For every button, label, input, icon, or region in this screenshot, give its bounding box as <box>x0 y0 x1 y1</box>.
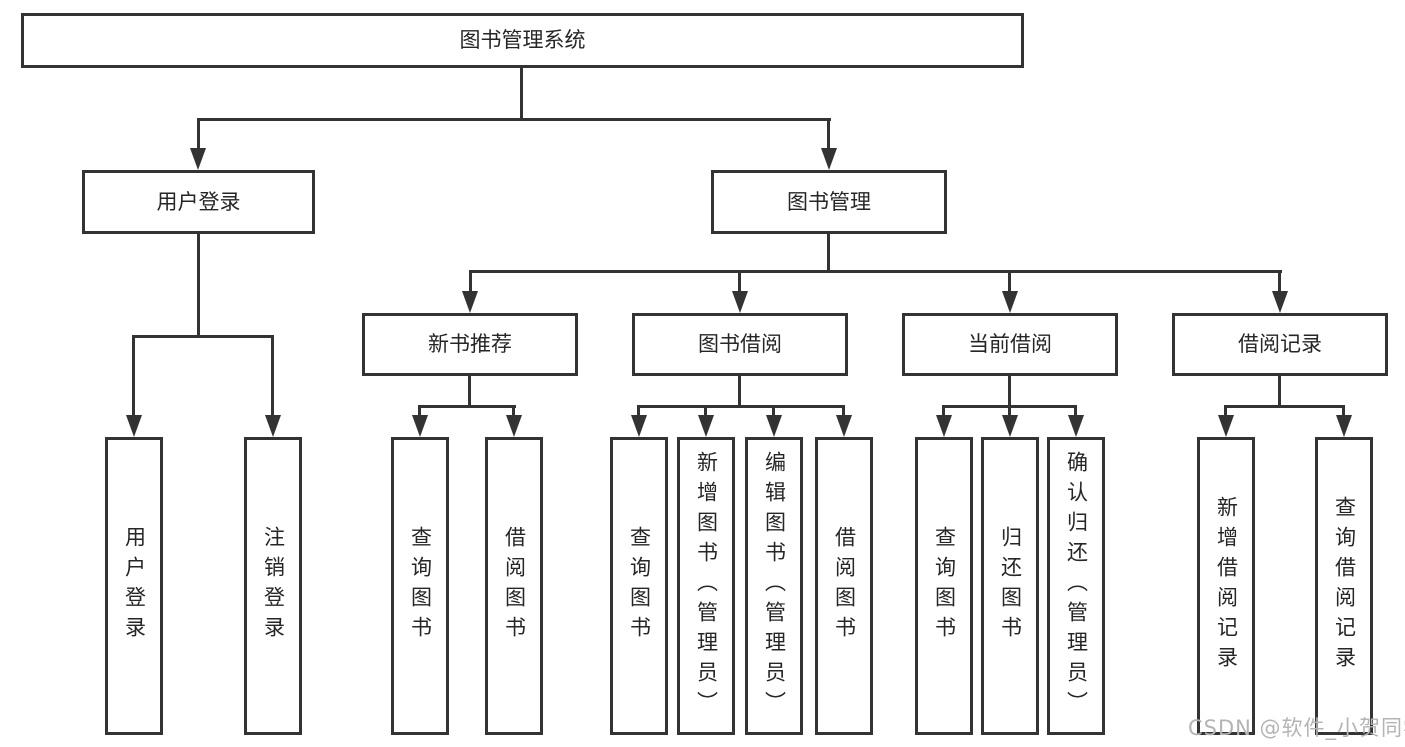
arrow-down-icon <box>126 415 142 437</box>
arrow-down-icon <box>265 415 281 437</box>
connector-vline <box>1008 270 1011 293</box>
node-leaf-add-books-admin: 新增图书（管理员） <box>677 437 735 735</box>
node-label: 查询图书 <box>932 526 957 646</box>
connector-hline <box>197 118 831 121</box>
connector-vline <box>827 234 830 270</box>
arrow-down-icon <box>1336 415 1352 437</box>
node-leaf-query-books-current: 查询图书 <box>915 437 973 735</box>
connector-vline <box>132 335 135 419</box>
connector-vline <box>271 335 274 419</box>
node-label: 借阅图书 <box>502 526 527 646</box>
arrow-down-icon <box>1068 415 1084 437</box>
connector-hline <box>637 405 845 408</box>
arrow-down-icon <box>1002 291 1018 313</box>
connector-vline <box>1008 405 1011 419</box>
node-leaf-query-books-borrowing: 查询图书 <box>610 437 668 735</box>
arrow-down-icon <box>936 415 952 437</box>
arrow-down-icon <box>836 415 852 437</box>
node-leaf-confirm-return-admin: 确认归还（管理员） <box>1047 437 1105 735</box>
connector-vline <box>842 405 845 419</box>
node-leaf-add-borrow-record: 新增借阅记录 <box>1197 437 1255 735</box>
node-label: 新书推荐 <box>428 332 512 356</box>
connector-vline <box>520 68 523 118</box>
arrow-down-icon <box>412 415 428 437</box>
connector-vline <box>1278 270 1281 293</box>
connector-hline <box>132 335 274 338</box>
connector-vline <box>738 376 741 405</box>
node-label: 查询图书 <box>627 526 652 646</box>
node-label: 当前借阅 <box>968 332 1052 356</box>
node-leaf-return-books: 归还图书 <box>981 437 1039 735</box>
connector-vline <box>637 405 640 419</box>
node-label: 查询借阅记录 <box>1332 496 1357 676</box>
connector-hline <box>418 405 516 408</box>
node-user-login: 用户登录 <box>82 170 315 234</box>
connector-vline <box>942 405 945 419</box>
connector-vline <box>772 405 775 419</box>
connector-hline <box>469 270 1282 273</box>
node-leaf-logout: 注销登录 <box>244 437 302 735</box>
arrow-down-icon <box>1218 415 1234 437</box>
connector-vline <box>1224 405 1227 419</box>
node-label: 归还图书 <box>998 526 1023 646</box>
connector-vline <box>704 405 707 419</box>
arrow-down-icon <box>631 415 647 437</box>
node-leaf-query-borrow-record: 查询借阅记录 <box>1315 437 1373 735</box>
connector-hline <box>1224 405 1345 408</box>
arrow-down-icon <box>1272 291 1288 313</box>
node-label: 新增图书（管理员） <box>694 451 719 721</box>
node-label: 用户登录 <box>156 189 241 214</box>
csdn-watermark: CSDN @软件_小贺同学 <box>1188 716 1405 740</box>
node-book-borrowing: 图书借阅 <box>632 313 848 376</box>
node-library-management-system: 图书管理系统 <box>21 13 1024 68</box>
connector-vline <box>197 234 200 335</box>
node-label: 确认归还（管理员） <box>1064 451 1089 721</box>
node-leaf-user-login: 用户登录 <box>105 437 163 735</box>
node-label: 用户登录 <box>122 526 147 646</box>
arrow-down-icon <box>766 415 782 437</box>
arrow-down-icon <box>698 415 714 437</box>
node-label: 图书管理系统 <box>459 28 586 52</box>
connector-vline <box>1074 405 1077 419</box>
node-label: 编辑图书（管理员） <box>762 451 787 721</box>
node-current-borrowing: 当前借阅 <box>902 313 1118 376</box>
node-new-book-recommendation: 新书推荐 <box>362 313 578 376</box>
connector-vline <box>1342 405 1345 419</box>
node-leaf-borrow-books-recommend: 借阅图书 <box>485 437 543 735</box>
connector-vline <box>1008 376 1011 405</box>
node-label: 图书借阅 <box>698 332 782 356</box>
arrow-down-icon <box>1002 415 1018 437</box>
node-label: 查询图书 <box>408 526 433 646</box>
arrow-down-icon <box>821 148 837 170</box>
connector-vline <box>469 270 472 293</box>
node-label: 借阅记录 <box>1238 332 1322 356</box>
connector-vline <box>418 405 421 419</box>
node-leaf-edit-books-admin: 编辑图书（管理员） <box>745 437 803 735</box>
connector-vline <box>468 376 471 405</box>
connector-vline <box>1278 376 1281 405</box>
arrow-down-icon <box>190 148 206 170</box>
connector-vline <box>512 405 515 419</box>
node-label: 注销登录 <box>261 526 286 646</box>
node-book-management: 图书管理 <box>711 170 947 234</box>
arrow-down-icon <box>732 291 748 313</box>
connector-vline <box>197 118 200 150</box>
node-label: 借阅图书 <box>832 526 857 646</box>
node-leaf-borrow-books: 借阅图书 <box>815 437 873 735</box>
connector-vline <box>738 270 741 293</box>
node-label: 图书管理 <box>787 189 871 214</box>
connector-vline <box>827 118 830 150</box>
arrow-down-icon <box>462 291 478 313</box>
node-label: 新增借阅记录 <box>1214 496 1239 676</box>
arrow-down-icon <box>506 415 522 437</box>
node-leaf-query-books-recommend: 查询图书 <box>391 437 449 735</box>
node-borrowing-records: 借阅记录 <box>1172 313 1388 376</box>
